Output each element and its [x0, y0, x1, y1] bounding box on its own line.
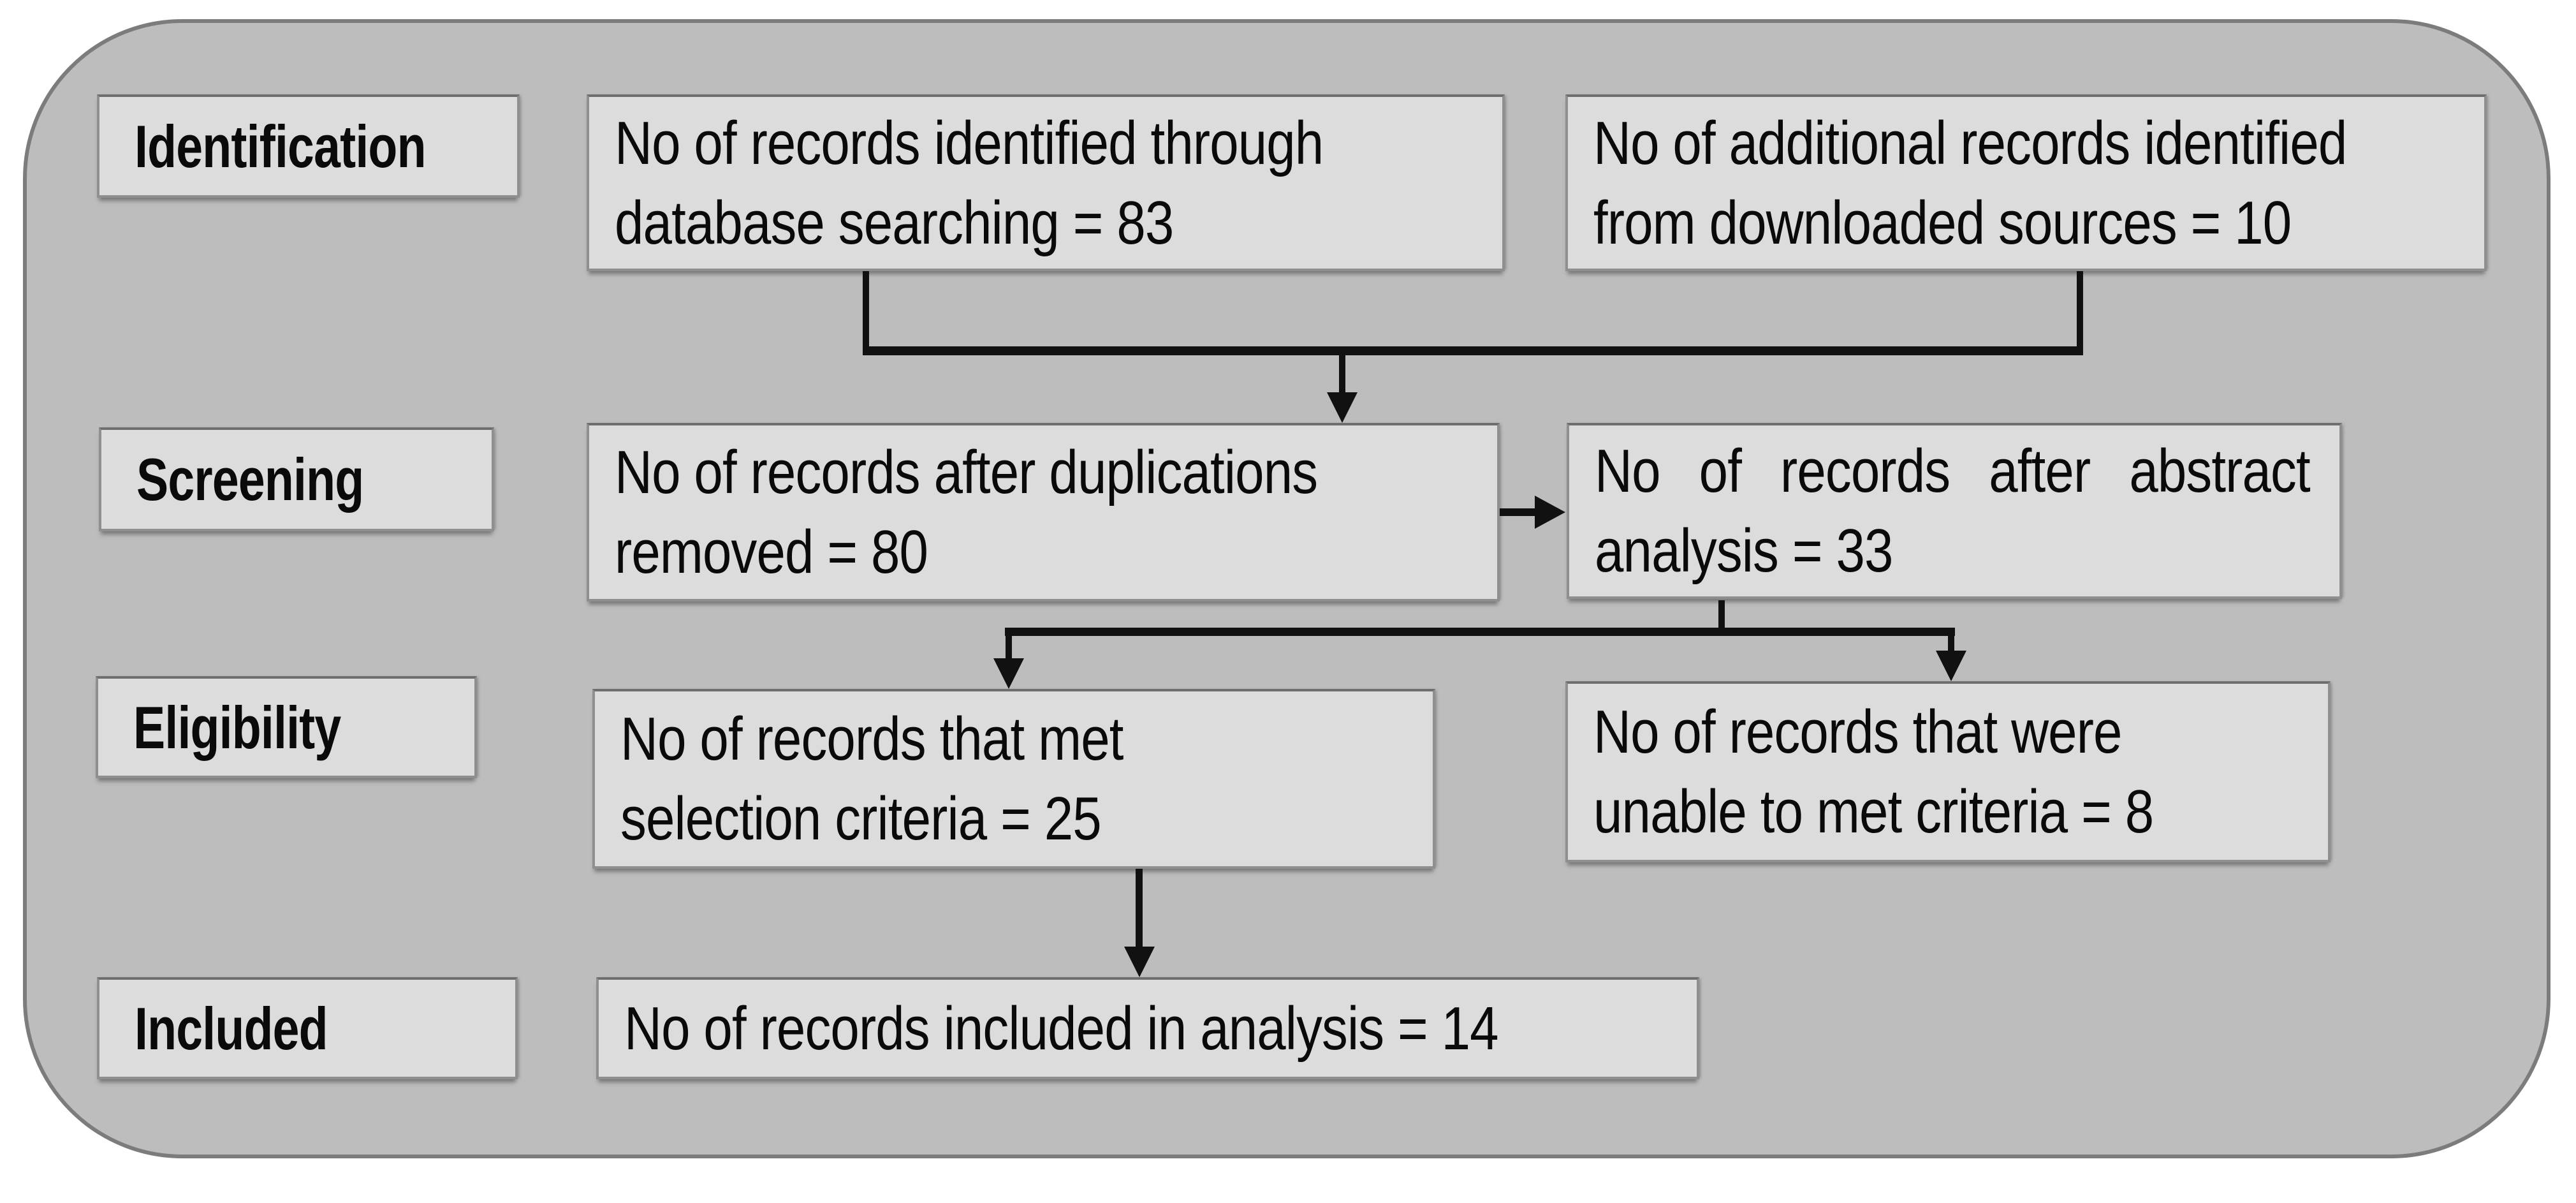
arrow-into-met-head	[993, 658, 1024, 689]
arrow-into-screening-head	[1327, 392, 1358, 423]
box-text-line: unable to met criteria = 8	[1593, 778, 2154, 846]
arrow-to-abstract-shaft	[1500, 508, 1537, 516]
arrow-into-met-shaft	[1006, 635, 1012, 660]
box-text-line: No of records identified through	[615, 108, 1324, 177]
box-additional-records: No of additional records identified from…	[1565, 94, 2487, 271]
box-text-line: database searching = 83	[615, 188, 1174, 257]
box-after-duplications: No of records after duplications removed…	[587, 423, 1500, 602]
box-included-in-analysis: No of records included in analysis = 14	[596, 977, 1699, 1079]
stage-label-identification: Identification	[97, 94, 520, 198]
box-text-line: removed = 80	[615, 518, 928, 586]
box-met-selection-criteria: No of records that met selection criteri…	[592, 689, 1435, 869]
connector-split-bar	[1005, 628, 1955, 636]
box-text-line: No of records that were	[1593, 698, 2122, 766]
stage-label-eligibility: Eligibility	[96, 676, 477, 778]
box-text-line: No of records after duplications	[615, 438, 1318, 506]
connector-merge-bar	[863, 346, 2083, 355]
stage-label-eligibility-text: Eligibility	[133, 693, 341, 761]
box-text-line: No of records included in analysis = 14	[624, 994, 1499, 1063]
arrow-to-abstract-head	[1535, 496, 1565, 529]
arrow-into-included-head	[1124, 947, 1155, 977]
stage-label-identification-text: Identification	[135, 112, 427, 180]
box-text-line: No of records after abstract	[1595, 437, 2311, 505]
stage-label-screening: Screening	[99, 427, 494, 531]
arrow-into-unmet-head	[1936, 651, 1966, 681]
stage-label-included: Included	[97, 977, 518, 1079]
arrow-into-included-shaft	[1136, 869, 1143, 950]
box-after-abstract-analysis: No of records after abstract analysis = …	[1567, 423, 2342, 599]
box-records-database-search: No of records identified through databas…	[587, 94, 1505, 271]
box-text-line: analysis = 33	[1595, 517, 1893, 585]
box-text-line: selection criteria = 25	[620, 785, 1102, 853]
arrow-into-unmet-shaft	[1948, 635, 1954, 653]
box-text-line: from downloaded sources = 10	[1593, 188, 2292, 257]
arrow-into-screening-shaft	[1339, 354, 1345, 395]
connector-split-stub	[1718, 600, 1725, 631]
connector-stub-right	[2077, 271, 2083, 355]
box-unable-to-met-criteria: No of records that were unable to met cr…	[1565, 681, 2331, 862]
stage-label-screening-text: Screening	[136, 446, 364, 513]
connector-stub-left	[863, 271, 869, 355]
box-text-line: No of additional records identified	[1593, 108, 2347, 177]
stage-label-included-text: Included	[135, 994, 328, 1062]
box-text-line: No of records that met	[620, 705, 1123, 773]
